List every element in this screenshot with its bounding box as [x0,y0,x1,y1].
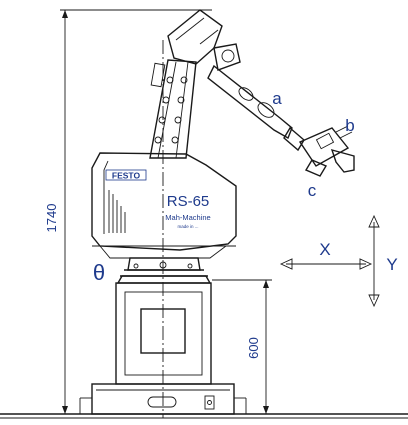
base-height-label: 600 [246,337,261,359]
gripper [283,125,355,177]
turntable [120,257,208,277]
label-c: c [308,181,317,200]
label-y: Y [386,255,397,274]
x-axis-arrow [279,258,373,270]
subtitle-small-label: made in ... [177,224,198,229]
shoulder-housing [91,152,237,259]
label-b: b [345,116,354,135]
forearm [207,64,293,140]
label-x: X [319,240,330,259]
pedestal [115,275,212,385]
brand-logo-box [105,169,147,181]
model-label: RS-65 [167,193,210,210]
elbow-housing [167,9,241,71]
base-height-dimension: 600 [212,279,272,414]
upper-arm [149,59,197,159]
subtitle-label: Mah-Machine [165,213,210,222]
label-theta: θ [93,260,105,285]
label-a: a [272,89,282,108]
total-height-dimension: 1740 [44,9,212,414]
brand-logo: FESTO [112,171,141,181]
total-height-label: 1740 [44,204,59,233]
y-axis-arrow [368,214,380,308]
